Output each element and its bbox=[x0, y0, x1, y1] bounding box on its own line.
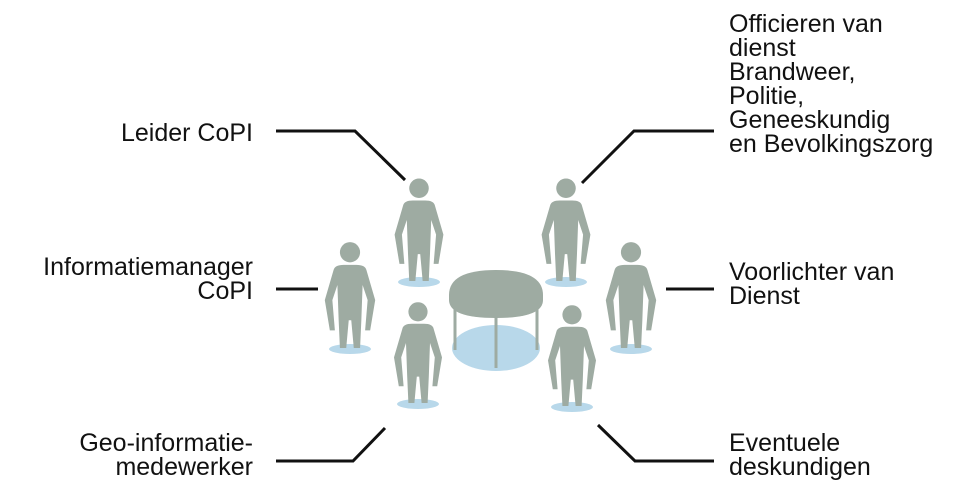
label-leider: Leider CoPI bbox=[120, 119, 253, 147]
shadow bbox=[610, 344, 652, 354]
label-line: medewerker bbox=[115, 453, 253, 481]
shadow bbox=[398, 277, 440, 287]
connector-leider bbox=[276, 129, 407, 182]
label-line: Geneeskundig bbox=[729, 106, 891, 134]
shadow bbox=[397, 399, 439, 409]
shadow bbox=[329, 344, 371, 354]
label-line: dienst bbox=[729, 34, 796, 62]
label-line: CoPI bbox=[197, 277, 253, 305]
label-line: deskundigen bbox=[729, 453, 871, 481]
label-line: Geo-informatie- bbox=[79, 429, 253, 457]
label-line: Leider CoPI bbox=[120, 119, 253, 147]
label-geo: Geo-informatie- medewerker bbox=[79, 429, 253, 481]
label-line: Dienst bbox=[729, 282, 800, 310]
shadow bbox=[551, 402, 593, 412]
shadow bbox=[545, 277, 587, 287]
connector-geo bbox=[276, 426, 387, 463]
person-icon bbox=[605, 242, 657, 348]
label-line: Brandweer, bbox=[729, 58, 856, 86]
label-informatiemanager: Informatiemanager CoPI bbox=[43, 253, 253, 305]
person-icon bbox=[394, 302, 442, 403]
label-line: Informatiemanager bbox=[43, 253, 253, 281]
round-table-icon bbox=[449, 270, 543, 371]
connector-deskundigen bbox=[596, 423, 714, 463]
label-line: Officieren van bbox=[729, 10, 883, 38]
person-icon bbox=[324, 242, 376, 348]
person-icon bbox=[394, 178, 444, 281]
label-line: Eventuele bbox=[729, 429, 841, 457]
label-deskundigen: Eventuele deskundigen bbox=[729, 429, 871, 481]
label-voorlichter: Voorlichter van Dienst bbox=[729, 258, 895, 310]
person-icon bbox=[541, 178, 591, 281]
label-officieren: Officieren van dienst Brandweer, Politie… bbox=[729, 10, 934, 158]
label-line: Voorlichter van bbox=[729, 258, 895, 286]
label-line: en Bevolkingszorg bbox=[729, 130, 934, 158]
connector-officieren bbox=[580, 129, 714, 185]
person-icon bbox=[548, 305, 596, 406]
label-line: Politie, bbox=[729, 82, 805, 110]
